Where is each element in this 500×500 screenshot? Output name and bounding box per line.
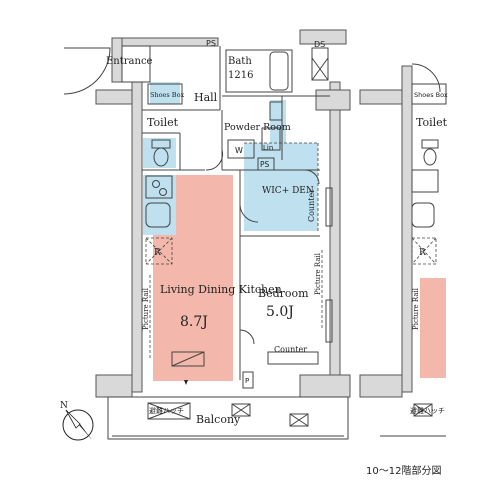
right-wall [329, 81, 341, 393]
powder-room-label: Powder Room [224, 122, 291, 133]
right-upper-column [315, 89, 351, 111]
right-lower-column [299, 374, 351, 398]
balcony [107, 396, 349, 440]
floors-note: 10〜12階部分図 [366, 464, 441, 477]
shoes-box [147, 83, 183, 105]
kitchen-sink-icon [145, 202, 171, 228]
p-box [242, 371, 254, 389]
lin-label: Lin [263, 144, 273, 152]
entrance-door-icon [63, 47, 111, 95]
toilet-label: Toilet [147, 116, 179, 129]
top-right-wall [299, 29, 347, 45]
compass-icon [62, 409, 94, 441]
w-label: W [235, 146, 243, 155]
picture-rail-bedroom-label: Picture Rail [314, 252, 322, 295]
bathtub-icon [269, 51, 289, 91]
neighbor-ldk-highlight [420, 278, 446, 378]
refrigerator-box [145, 237, 173, 265]
toilet-bowl-icon [153, 147, 169, 167]
window-panel [325, 187, 333, 227]
entrance-area [121, 45, 151, 83]
left-lower-column [95, 374, 133, 398]
ldk-size-label: 8.7J [180, 314, 208, 330]
counter-vertical-label: Counter [307, 189, 316, 222]
neighbor-toilet-label: Toilet [416, 116, 448, 129]
ps-box-mid [257, 157, 275, 171]
neighbor-picture-rail-label: Picture Rail [412, 287, 420, 330]
ldk-name-label: Living Dining Kitchen [160, 283, 282, 296]
top-wall [121, 37, 219, 47]
shower-fixture-icon [269, 101, 283, 121]
shoes-box-highlight [150, 82, 180, 104]
shoes-box-label: Shoes Box [150, 91, 184, 99]
balcony-label: Balcony [196, 413, 241, 426]
bedroom-name-label: Bedroom [258, 287, 309, 300]
left-wall [131, 81, 143, 393]
hall-label: Hall [194, 91, 218, 104]
bath-size-label: 1216 [228, 70, 253, 81]
bedroom-size-label: 5.0J [266, 304, 294, 320]
left-upper-column [95, 89, 133, 105]
neighbor-emergency-hatch-label: 避難ハッチ [410, 406, 445, 415]
ds-label: DS [314, 40, 325, 49]
picture-rail-ldk-label: Picture Rail [142, 287, 150, 330]
lin-closet [261, 127, 281, 151]
ac-unit-icon [289, 413, 309, 427]
emergency-hatch [147, 402, 191, 420]
neighbor-shoes-box-label: Shoes Box [414, 91, 448, 99]
neighbor-refrigerator-label: R [419, 248, 426, 258]
bath-room [225, 49, 293, 93]
stove-icon [145, 175, 173, 199]
ac-unit-icon [231, 403, 251, 417]
bath-label: Bath [228, 56, 252, 67]
ps-top-label: PS [206, 39, 216, 48]
counter-bottom [267, 351, 319, 365]
entrance-label: Entrance [106, 56, 153, 67]
compass-label: N [60, 401, 68, 411]
ps-mid-label: PS [260, 160, 270, 169]
wic-den-label: WIC+ DEN [262, 186, 314, 196]
window-panel [325, 299, 333, 343]
p-label: P [245, 377, 249, 385]
ds-box [311, 47, 329, 81]
refrigerator-label: R [154, 248, 161, 258]
sink-icon [227, 139, 255, 159]
neighbor-wall [401, 65, 413, 393]
toilet-highlight [143, 138, 176, 168]
emergency-hatch-label: 避難ハッチ [149, 406, 184, 415]
counter-bottom-label: Counter [274, 345, 307, 354]
